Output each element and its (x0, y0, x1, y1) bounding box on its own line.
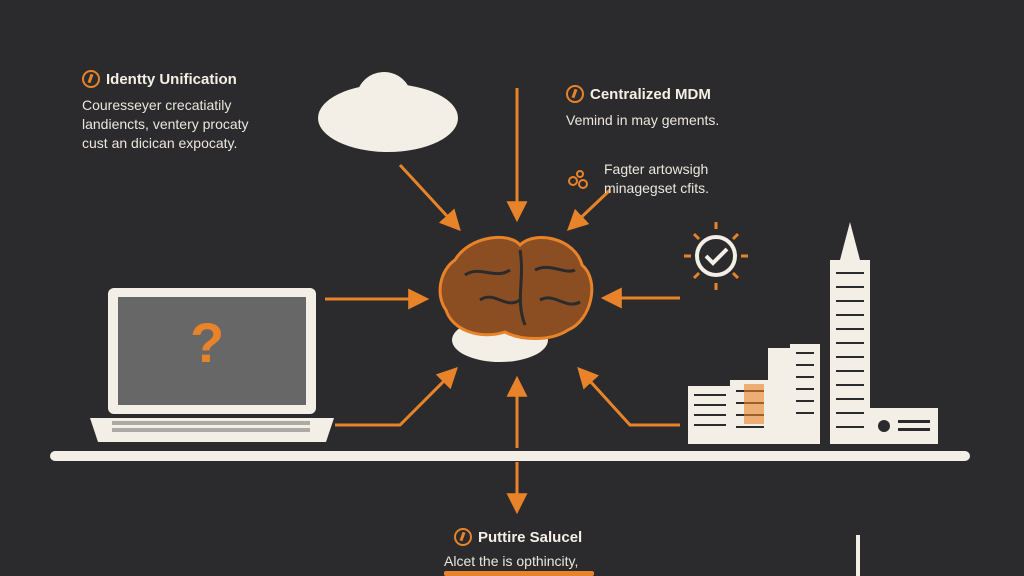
antenna-mark (856, 535, 860, 576)
centralized-mdm-label: Centralized MDM Vemind in may gements. (566, 85, 786, 130)
arrow-laptop-low (335, 367, 458, 427)
identity-line-2: landiencts, ventery procaty (82, 116, 249, 132)
cloud-icon (318, 72, 458, 152)
bottom-accent-bar (444, 571, 594, 576)
arrow-cloud (398, 163, 461, 232)
mdm-line-1: Vemind in may gements. (566, 112, 720, 128)
note-line-2: minagegset cfits. (604, 180, 710, 196)
identity-line-3: cust an dicican expocaty. (82, 135, 238, 151)
note-line-1: Fagter artowsigh (604, 161, 709, 177)
connector-arrows (325, 88, 680, 515)
right-note-label: Fagter artowsigh minagegset cfits. (604, 160, 784, 198)
laptop-icon (90, 288, 334, 442)
badge-icon (454, 528, 472, 546)
buildings-icon (688, 222, 938, 444)
identity-unification-label: Identty Unification Couresseyer crecatia… (82, 70, 322, 153)
people-icon (568, 170, 588, 189)
check-gear-icon (684, 222, 748, 290)
badge-icon (566, 85, 584, 103)
arrow-note (566, 188, 612, 231)
arrow-buildings (577, 366, 680, 427)
bottom-label: Puttire Salucel Alcet the is opthincity, (444, 528, 654, 571)
brain-icon (438, 235, 594, 362)
identity-line-1: Couresseyer crecatiatily (82, 97, 232, 113)
ground-line (50, 451, 970, 461)
bottom-line-1: Alcet the is opthincity, (444, 553, 579, 569)
centralized-mdm-title: Centralized MDM (590, 85, 711, 103)
bottom-title: Puttire Salucel (478, 528, 583, 546)
badge-icon (82, 70, 100, 88)
laptop-question-glyph: ? (190, 311, 225, 374)
identity-unification-title: Identty Unification (106, 70, 237, 88)
